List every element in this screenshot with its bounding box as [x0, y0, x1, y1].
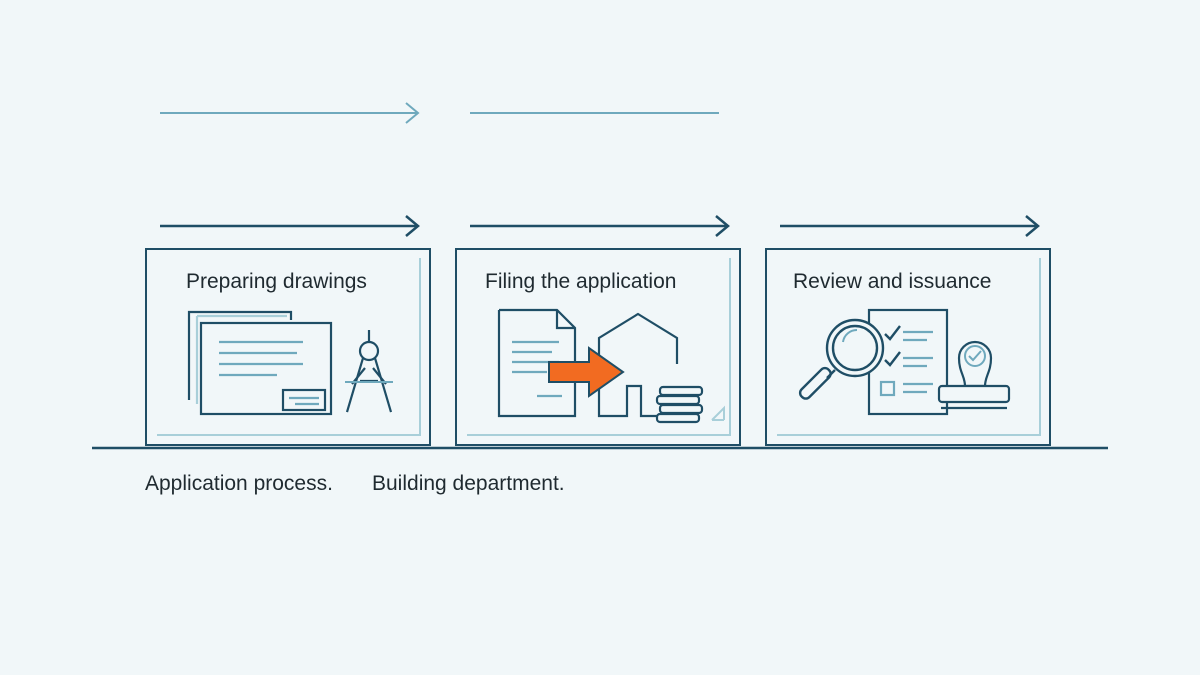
panel-inner-frame [467, 258, 731, 436]
document-house-coins-icon [497, 308, 725, 424]
process-arrow-2 [470, 215, 730, 237]
panel-title: Preparing drawings [186, 270, 367, 293]
magnifier-checklist-stamp-icon [798, 308, 1011, 416]
caption-building-department: Building department. [372, 472, 565, 495]
panel-title: Review and issuance [793, 270, 992, 293]
step-panel-review-issuance: Review and issuance [765, 248, 1051, 446]
panel-inner-frame [777, 258, 1041, 436]
panel-title: Filing the application [485, 270, 677, 293]
caption-application-process: Application process. [145, 472, 333, 495]
step-panel-preparing-drawings: Preparing drawings [145, 248, 431, 446]
step-panel-filing-application: Filing the application [455, 248, 741, 446]
top-arrow-1 [160, 102, 420, 124]
drawings-compass-icon [187, 310, 393, 416]
panel-inner-frame [157, 258, 421, 436]
process-arrow-3 [780, 215, 1040, 237]
process-arrow-1 [160, 215, 420, 237]
